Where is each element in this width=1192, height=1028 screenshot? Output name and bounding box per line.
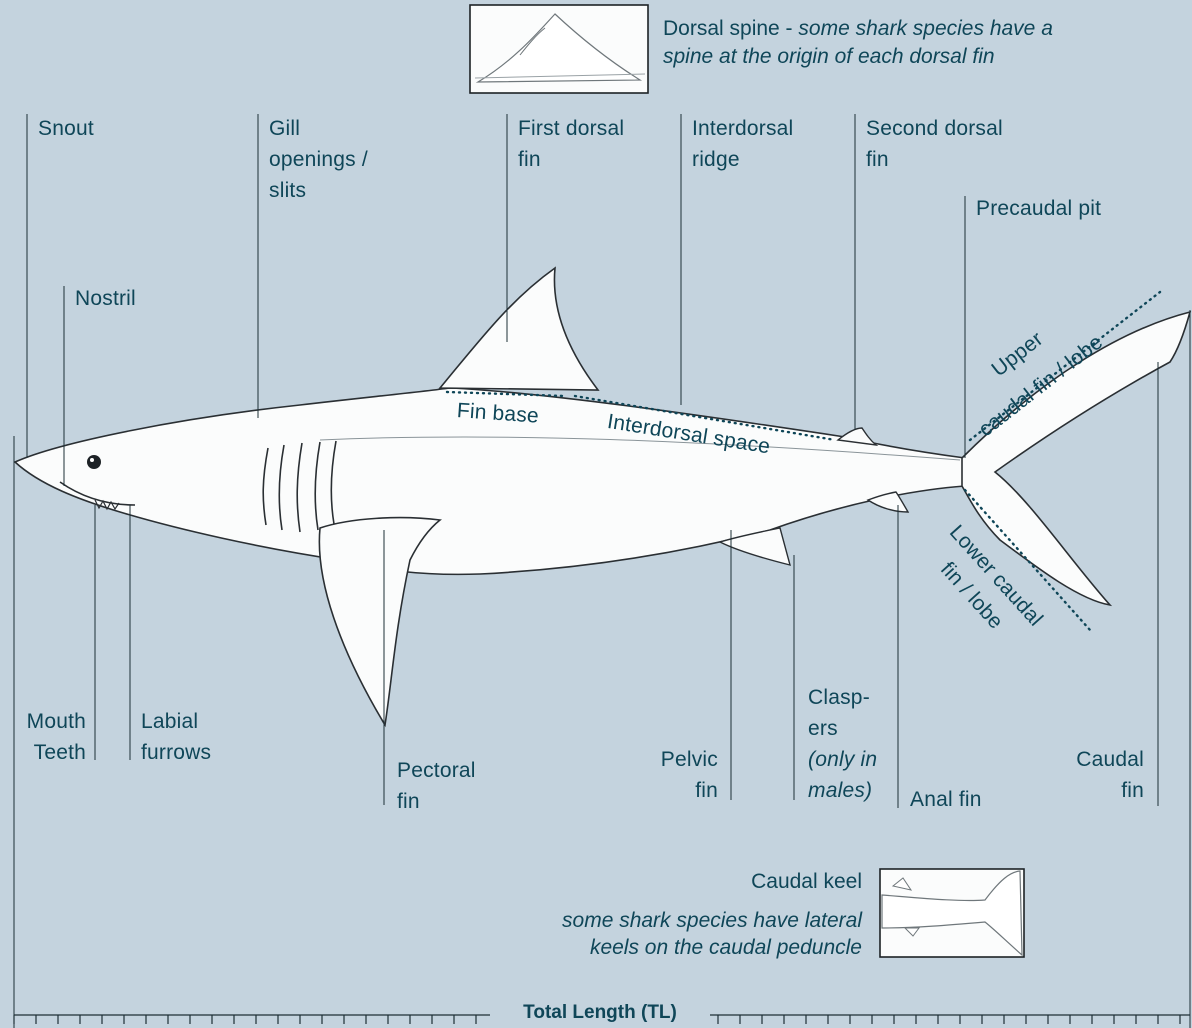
- first-dorsal-fin-shape: [440, 268, 598, 390]
- label-first-dorsal-fin: First dorsal fin: [518, 113, 624, 175]
- caudal-keel-inset: [880, 869, 1024, 957]
- caudal-keel-desc-2: keels on the caudal peduncle: [480, 934, 862, 962]
- label-fin-base: Fin base: [456, 395, 540, 432]
- label-caudal-fin: Caudal fin: [1052, 744, 1144, 806]
- label-claspers-note: (only in males): [808, 744, 877, 806]
- label-anal-fin: Anal fin: [910, 784, 982, 815]
- caudal-keel-title: Caudal keel: [500, 868, 862, 896]
- total-length-label: Total Length (TL): [490, 1000, 710, 1026]
- label-interdorsal-ridge: Interdorsal ridge: [692, 113, 793, 175]
- label-claspers: Clasp- ers: [808, 682, 870, 744]
- dorsal-spine-note: Dorsal spine - some shark species have a…: [663, 15, 1183, 71]
- dorsal-spine-desc-1: some shark species have a: [798, 17, 1052, 40]
- label-pelvic-fin: Pelvic fin: [640, 744, 718, 806]
- dorsal-spine-inset: [470, 5, 648, 93]
- label-second-dorsal-fin: Second dorsal fin: [866, 113, 1003, 175]
- caudal-keel-desc-1: some shark species have lateral: [480, 907, 862, 935]
- label-pectoral-fin: Pectoral fin: [397, 755, 476, 817]
- label-gill-openings: Gill openings / slits: [269, 113, 368, 206]
- label-teeth: Teeth: [14, 737, 86, 768]
- dorsal-spine-desc-2: spine at the origin of each dorsal fin: [663, 45, 995, 68]
- label-nostril: Nostril: [75, 283, 136, 314]
- label-labial-furrows: Labial furrows: [141, 706, 211, 768]
- label-mouth: Mouth: [14, 706, 86, 737]
- label-precaudal-pit: Precaudal pit: [976, 193, 1101, 224]
- dorsal-spine-title: Dorsal spine -: [663, 17, 793, 40]
- eye: [87, 455, 101, 469]
- label-snout: Snout: [38, 113, 94, 144]
